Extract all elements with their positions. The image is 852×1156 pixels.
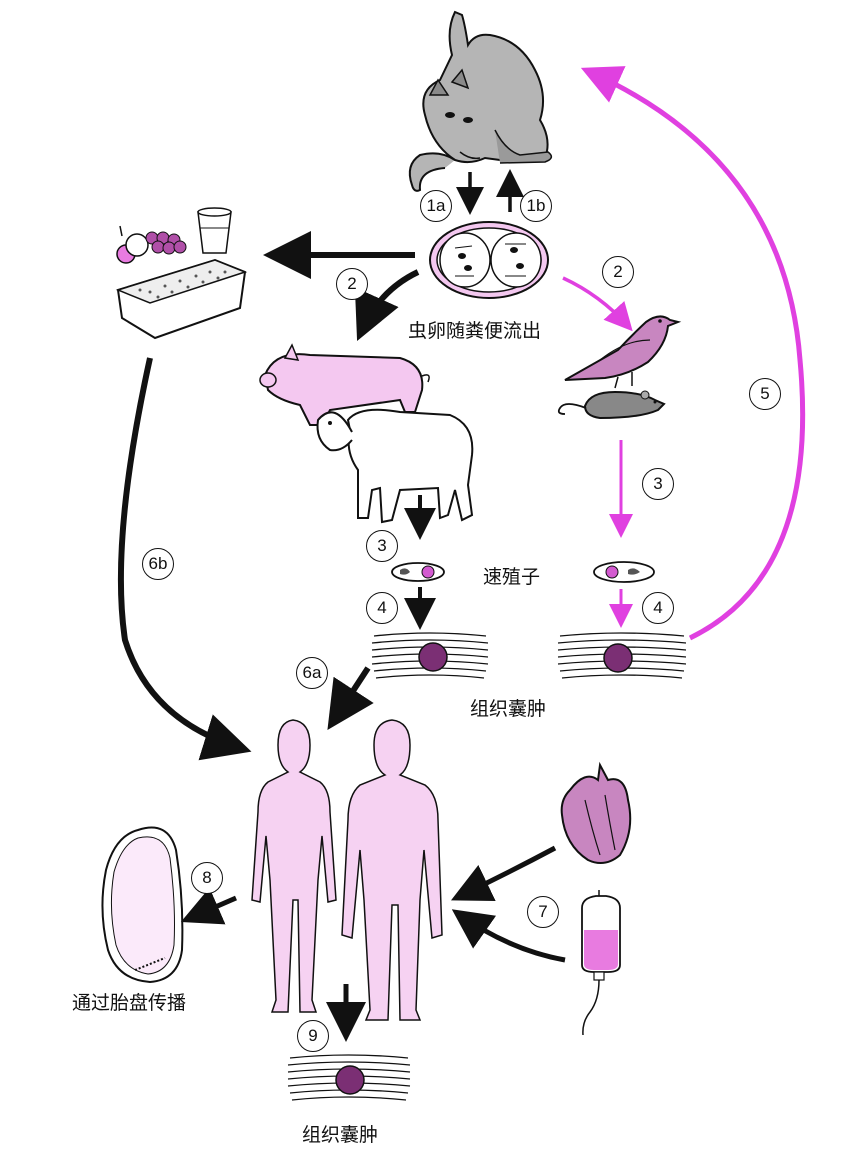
- human-icon-male: [341, 719, 443, 1021]
- arrow-7-blood: [451, 909, 566, 963]
- oocyst-icon: [429, 221, 549, 299]
- step-6b-badge: 6b: [142, 548, 174, 580]
- tissue-cyst-icon: [371, 632, 489, 679]
- step-1b-badge: 1b: [520, 190, 552, 222]
- step-9-badge: 9: [297, 1020, 329, 1052]
- bird-icon: [564, 315, 682, 389]
- arrow-8: [180, 887, 237, 925]
- tissue-cyst-icon-bottom: [287, 1054, 411, 1101]
- label-tachyzoite: 速殖子: [483, 566, 541, 588]
- step-5-badge: 5: [749, 378, 781, 410]
- tachyzoite-icon: [391, 562, 445, 582]
- step-1a-badge: 1a: [420, 190, 452, 222]
- litter-box-icon: [115, 258, 248, 340]
- pig-icon: [259, 343, 430, 426]
- arrow-to-livestock: [354, 269, 420, 341]
- arrow-7-heart: [450, 845, 557, 902]
- fetus-icon: [101, 826, 184, 984]
- arrow-6b: [117, 357, 252, 761]
- food-icon: [116, 207, 232, 264]
- arrow-to-bird: [562, 276, 633, 332]
- arrow-5: [580, 66, 806, 641]
- heart-icon: [560, 761, 632, 865]
- tachyzoite-icon-right: [593, 561, 655, 583]
- step-7-badge: 7: [527, 896, 559, 928]
- label-transplacental: 通过胎盘传播: [72, 992, 187, 1014]
- human-icon: [251, 719, 337, 1013]
- arrow-6a: [327, 666, 374, 731]
- step-3-right-badge: 3: [642, 468, 674, 500]
- step-3-left-badge: 3: [366, 530, 398, 562]
- sheep-icon: [316, 408, 474, 524]
- label-tissue-cyst-bottom: 组织囊肿: [302, 1124, 379, 1146]
- step-2-right-badge: 2: [602, 256, 634, 288]
- step-6a-badge: 6a: [296, 657, 328, 689]
- step-4-right-badge: 4: [642, 592, 674, 624]
- blood-bag-icon: [581, 890, 621, 1036]
- label-tissue-cyst-mid: 组织囊肿: [470, 698, 547, 720]
- step-2-left-badge: 2: [336, 268, 368, 300]
- cat-icon: [408, 10, 553, 192]
- mouse-icon: [557, 390, 666, 420]
- tissue-cyst-icon-right: [557, 632, 687, 679]
- label-eggs-in-feces: 虫卵随粪便流出: [408, 320, 542, 342]
- step-4-left-badge: 4: [366, 592, 398, 624]
- step-8-badge: 8: [191, 862, 223, 894]
